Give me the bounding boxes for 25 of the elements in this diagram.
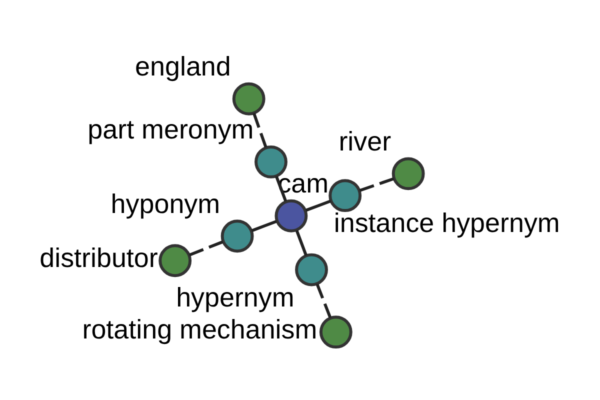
node-label: england bbox=[134, 51, 230, 82]
node-label: part meronym bbox=[87, 114, 254, 144]
connector bbox=[315, 283, 332, 318]
connector bbox=[252, 112, 267, 148]
node-circle bbox=[328, 178, 362, 212]
node-label: distributor bbox=[39, 242, 158, 273]
connector bbox=[188, 240, 223, 256]
node-label: hyponym bbox=[110, 188, 220, 218]
connector bbox=[274, 175, 287, 202]
node-circle bbox=[158, 244, 192, 277]
connector bbox=[294, 230, 307, 256]
node-circle bbox=[232, 82, 265, 115]
node-label: rotating mechanism bbox=[82, 314, 317, 344]
node-circle bbox=[220, 219, 254, 252]
node-label: hypernym bbox=[176, 282, 294, 312]
node-circle bbox=[391, 156, 424, 190]
node-circle bbox=[294, 252, 328, 286]
node-circle bbox=[254, 144, 287, 178]
node-label: instance hypernym bbox=[333, 208, 560, 238]
connector bbox=[250, 220, 276, 232]
connector bbox=[358, 176, 394, 192]
connector bbox=[304, 199, 331, 212]
node-circle bbox=[274, 198, 308, 232]
node-circle bbox=[318, 315, 352, 348]
node-label: river bbox=[338, 126, 391, 156]
